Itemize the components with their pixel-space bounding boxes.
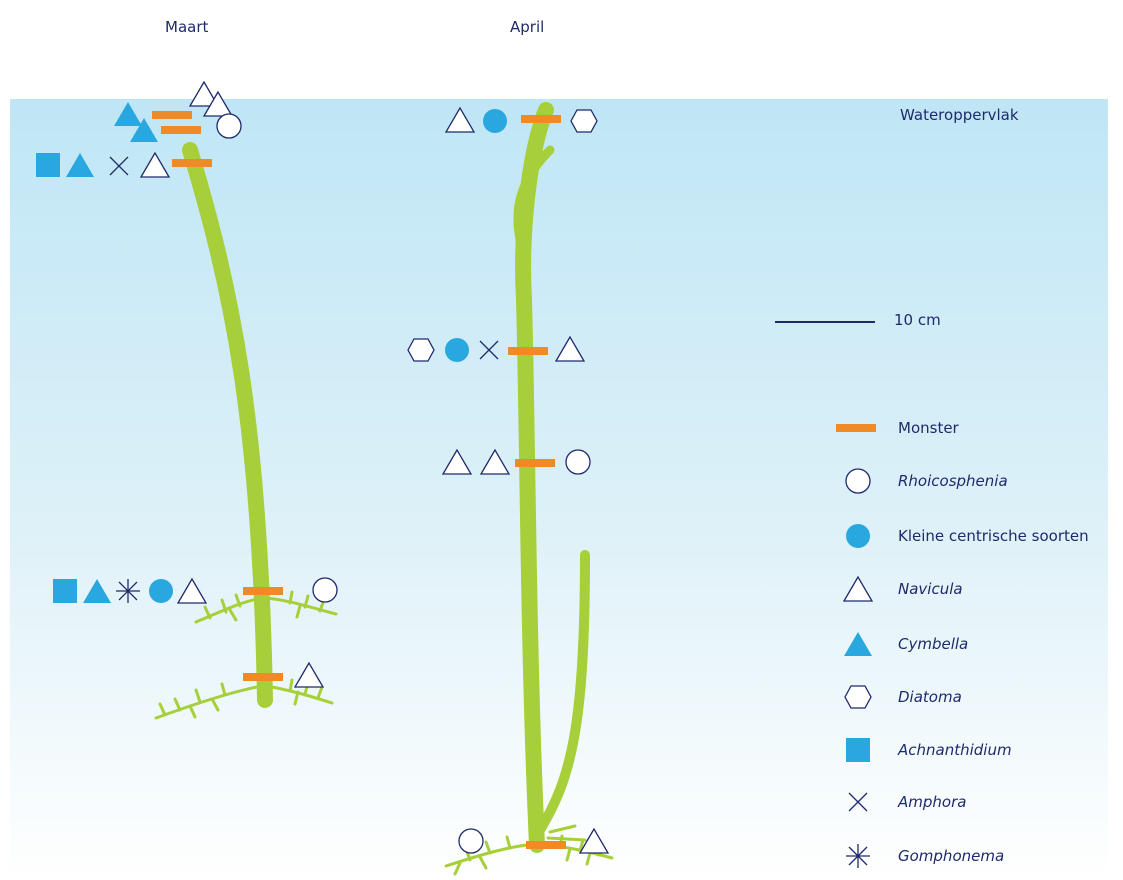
navicula-icon bbox=[444, 106, 476, 133]
rhoicosphenia-icon bbox=[216, 113, 242, 139]
sample-markers bbox=[152, 111, 566, 849]
march-symbols bbox=[36, 80, 338, 688]
legend-item-monster: Monster bbox=[836, 414, 959, 442]
march-roots-lower bbox=[154, 678, 334, 720]
sample-marker bbox=[243, 673, 283, 681]
april-fork bbox=[513, 145, 555, 253]
sample-marker bbox=[152, 111, 192, 119]
navicula-icon bbox=[554, 335, 586, 362]
square-filled-icon bbox=[846, 738, 870, 762]
navicula-icon bbox=[578, 827, 610, 854]
navicula-icon bbox=[202, 90, 234, 117]
legend-item-cymbella: Cymbella bbox=[836, 630, 968, 658]
legend-item-amphora: Amphora bbox=[836, 788, 966, 816]
legend-label: Monster bbox=[898, 419, 959, 437]
navicula-icon bbox=[441, 448, 473, 475]
april-symbols bbox=[407, 106, 610, 854]
april-stem bbox=[515, 102, 554, 853]
rhoicosphenia-icon bbox=[458, 828, 484, 854]
legend-label: Amphora bbox=[898, 793, 967, 811]
small-centric-icon bbox=[483, 109, 507, 133]
circle-open-icon bbox=[845, 468, 871, 494]
navicula-icon bbox=[479, 448, 511, 475]
plant-april bbox=[444, 102, 614, 876]
small-centric-icon bbox=[445, 338, 469, 362]
cymbella-icon bbox=[83, 579, 111, 603]
march-stem bbox=[182, 142, 273, 708]
scale-bar-label: 10 cm bbox=[894, 311, 941, 329]
month-label-march: Maart bbox=[165, 18, 209, 36]
navicula-icon bbox=[176, 577, 208, 604]
sample-marker bbox=[243, 587, 283, 595]
legend-label: Rhoicosphenia bbox=[898, 472, 1008, 490]
legend-label: Diatoma bbox=[898, 688, 962, 706]
triangle-filled-icon bbox=[844, 632, 872, 656]
circle-filled-icon bbox=[846, 524, 870, 548]
march-roots-upper bbox=[194, 590, 338, 624]
cymbella-icon bbox=[114, 102, 142, 126]
sample-marker bbox=[161, 126, 201, 134]
hexagon-open-icon bbox=[844, 685, 872, 709]
cross-icon bbox=[848, 792, 868, 812]
cymbella-icon bbox=[130, 118, 158, 142]
legend-item-gomphonema: Gomphonema bbox=[836, 842, 1004, 870]
sample-marker bbox=[526, 841, 566, 849]
sample-marker bbox=[508, 347, 548, 355]
diatoma-icon bbox=[407, 338, 435, 362]
water-background bbox=[10, 99, 1108, 880]
gomphonema-icon bbox=[116, 579, 140, 603]
water-surface-label: Wateroppervlak bbox=[900, 106, 1019, 124]
navicula-icon bbox=[188, 80, 220, 107]
rhoicosphenia-icon bbox=[312, 577, 338, 603]
legend-item-navicula: Navicula bbox=[836, 575, 963, 603]
achnanthidium-icon bbox=[36, 153, 60, 177]
achnanthidium-icon bbox=[53, 579, 77, 603]
legend-label: Kleine centrische soorten bbox=[898, 527, 1089, 545]
legend-label: Gomphonema bbox=[898, 847, 1005, 865]
navicula-icon bbox=[293, 661, 325, 688]
month-label-april: April bbox=[510, 18, 545, 36]
legend-item-diatoma: Diatoma bbox=[836, 683, 962, 711]
sample-marker bbox=[515, 459, 555, 467]
legend-label: Achnanthidium bbox=[898, 741, 1012, 759]
navicula-icon bbox=[139, 151, 171, 178]
legend-label: Cymbella bbox=[898, 635, 969, 653]
april-side-shoot bbox=[535, 550, 590, 835]
legend-label: Navicula bbox=[898, 580, 963, 598]
sample-marker bbox=[521, 115, 561, 123]
legend-item-kleine-centrische-soorten: Kleine centrische soorten bbox=[836, 522, 1089, 550]
scale-bar bbox=[775, 321, 875, 323]
amphora-icon bbox=[109, 156, 129, 176]
asterisk-icon bbox=[846, 844, 870, 868]
sample-bar-icon bbox=[836, 424, 876, 432]
small-centric-icon bbox=[149, 579, 173, 603]
sample-marker bbox=[172, 159, 212, 167]
diatoma-icon bbox=[570, 109, 598, 133]
plant-march bbox=[154, 142, 338, 720]
rhoicosphenia-icon bbox=[565, 449, 591, 475]
amphora-icon bbox=[479, 340, 499, 360]
triangle-open-icon bbox=[842, 575, 874, 602]
legend-item-rhoicosphenia: Rhoicosphenia bbox=[836, 467, 1008, 495]
cymbella-icon bbox=[66, 153, 94, 177]
legend-item-achnanthidium: Achnanthidium bbox=[836, 736, 1012, 764]
